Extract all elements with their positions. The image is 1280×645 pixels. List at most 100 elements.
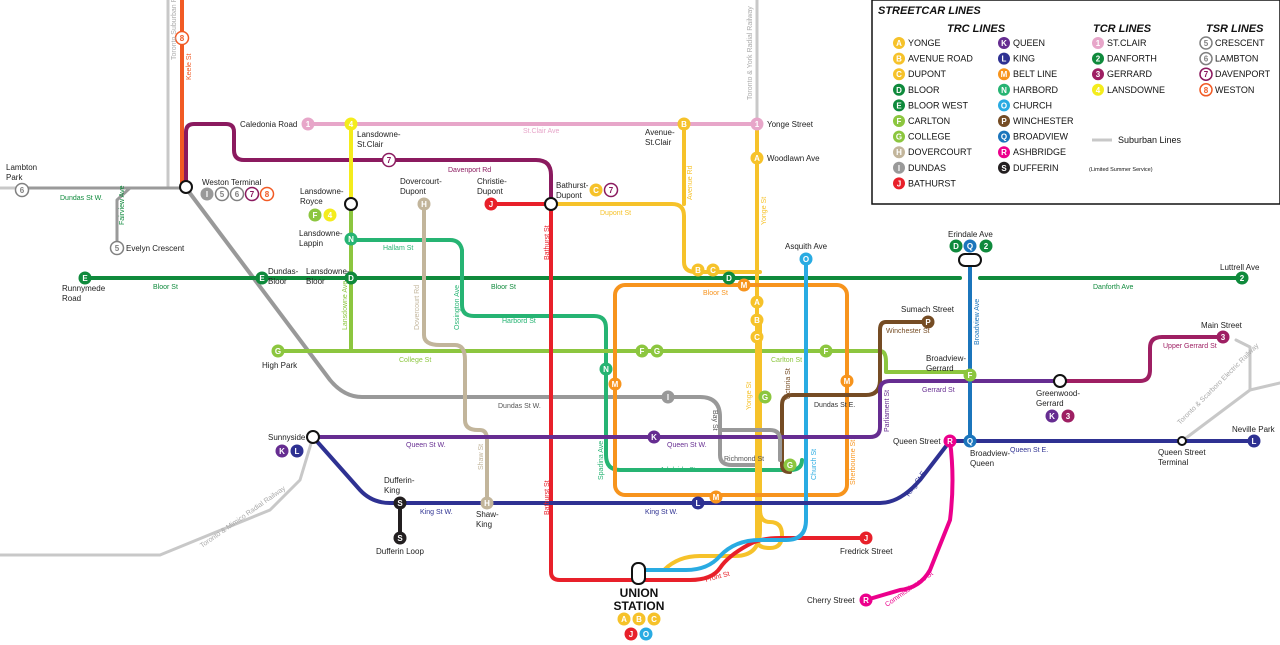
- label-line: Road: [62, 294, 81, 303]
- street-label-hallam-st: Hallam St: [383, 245, 413, 252]
- badge-circle: [344, 117, 358, 131]
- badge-code: J: [897, 179, 901, 188]
- badge-g: G: [758, 390, 772, 404]
- badge-circle: [1045, 409, 1059, 423]
- badge-circle: [1199, 36, 1213, 50]
- badge-circle: [344, 271, 358, 285]
- street-label-dundas-st-w: Dundas St W.: [498, 403, 541, 410]
- badge-circle: [290, 444, 304, 458]
- badge-4: 4: [1092, 83, 1104, 96]
- badge-l: L: [998, 52, 1010, 65]
- badge-code: G: [275, 347, 281, 356]
- line-davenport: [184, 122, 553, 206]
- badge-circle: [737, 278, 751, 292]
- badge-g: G: [783, 458, 797, 472]
- label-line: Bloor: [268, 277, 287, 286]
- erindale-marker: [958, 253, 982, 267]
- legend-label-a: YONGE: [908, 38, 941, 48]
- badge-e: E: [78, 271, 92, 285]
- station-label-dundas-bloor: Dundas-Bloor: [268, 267, 299, 286]
- badge-circle: [998, 37, 1010, 49]
- badge-circle: [998, 83, 1010, 96]
- station-label-christie-dupont: Christie-Dupont: [477, 177, 507, 196]
- badge-code: 4: [349, 120, 354, 129]
- station-label-sunnyside: Sunnyside: [268, 433, 306, 442]
- legend-label-e: BLOOR WEST: [908, 100, 969, 110]
- line-dovercourt: [422, 202, 489, 505]
- badge-code: N: [603, 365, 609, 374]
- station-label-cherry-street: Cherry Street: [807, 596, 855, 605]
- street-label-queen-st-w: Queen St W.: [667, 442, 707, 449]
- street-label-winchester-st: Winchester St: [886, 328, 930, 335]
- label-line: Greenwood-: [1036, 389, 1080, 398]
- badge-p: P: [998, 115, 1010, 127]
- badge-code: S: [397, 499, 403, 508]
- badge-h: H: [480, 496, 494, 510]
- street-label-queen-st-w: Queen St W.: [406, 442, 446, 449]
- legend-trc-heading: TRC LINES: [947, 23, 1006, 35]
- label-line: King: [476, 520, 492, 529]
- badge-circle: [998, 161, 1010, 174]
- badge-code: S: [1001, 164, 1007, 173]
- street-label-parliament-st: Parliament St: [884, 390, 891, 432]
- badge-2: 2: [1235, 271, 1249, 285]
- legend-label-c: DUPONT: [908, 69, 947, 79]
- legend-label-4: LANSDOWNE: [1107, 85, 1165, 95]
- badge-circle: [677, 117, 691, 131]
- label-line: STATION: [614, 599, 665, 613]
- station-label-high-park: High Park: [262, 361, 298, 370]
- street-label-avenue-rd: Avenue Rd: [687, 165, 694, 200]
- label-line: King: [384, 486, 400, 495]
- badge-r: R: [859, 593, 873, 607]
- legend-label-7: DAVENPORT: [1215, 69, 1271, 79]
- street-label-upper-gerrard-st: Upper Gerrard St: [1163, 343, 1217, 350]
- badge-circle: [1061, 409, 1075, 423]
- legend-label-q: BROADVIEW: [1013, 132, 1069, 142]
- badge-circle: [949, 239, 963, 253]
- badge-circle: [750, 295, 764, 309]
- badge-code: 2: [984, 242, 989, 251]
- badge-f: F: [308, 208, 322, 222]
- badge-f: F: [635, 344, 649, 358]
- badge-circle: [1092, 68, 1104, 81]
- label-line: Lansdowne-: [300, 187, 344, 196]
- street-label-bloor-st: Bloor St: [153, 284, 178, 291]
- badge-code: F: [640, 347, 645, 356]
- badge-code: M: [741, 281, 748, 290]
- street-label-dovercourt-rd: Dovercourt Rd: [414, 285, 421, 330]
- badge-6: 6: [229, 186, 245, 202]
- badge-circle: [229, 186, 245, 202]
- badge-code: A: [896, 39, 902, 48]
- badge-3: 3: [1061, 409, 1075, 423]
- badge-code: I: [898, 164, 900, 173]
- legend-label-3: GERRARD: [1107, 69, 1153, 79]
- badge-circle: [859, 593, 873, 607]
- badge-code: 7: [250, 190, 255, 199]
- legend-label-p: WINCHESTER: [1013, 116, 1074, 126]
- badge-circle: [706, 263, 720, 277]
- badge-d: D: [344, 271, 358, 285]
- badge-circle: [893, 161, 905, 174]
- streetcar-lines: [20, 0, 1256, 602]
- badge-b: B: [893, 52, 905, 65]
- badge-f: F: [893, 115, 905, 127]
- station-label-lansdowne-lappin: Lansdowne-Lappin: [299, 229, 343, 248]
- badge-5: 5: [1199, 36, 1213, 50]
- badge-circle: [998, 52, 1010, 65]
- street-label-keele-st: Keele St: [186, 53, 193, 80]
- badge-code: 6: [1204, 55, 1209, 64]
- badge-7: 7: [381, 152, 397, 168]
- street-label-king-st-e: King St E.: [905, 469, 929, 499]
- badge-circle: [893, 37, 905, 49]
- badge-circle: [308, 208, 322, 222]
- badge-circle: [78, 271, 92, 285]
- badge-circle: [301, 117, 315, 131]
- badge-j: J: [859, 531, 873, 545]
- legend-label-h: DOVERCOURT: [908, 147, 972, 157]
- station-label-broadview-queen: Broadview-Queen: [970, 449, 1010, 468]
- station-label-avenue-stclair: Avenue-St.Clair: [645, 128, 675, 147]
- badge-code: Q: [967, 437, 973, 446]
- street-label-dundas-st-w: Dundas St W.: [60, 195, 103, 202]
- badge-i: I: [200, 187, 214, 201]
